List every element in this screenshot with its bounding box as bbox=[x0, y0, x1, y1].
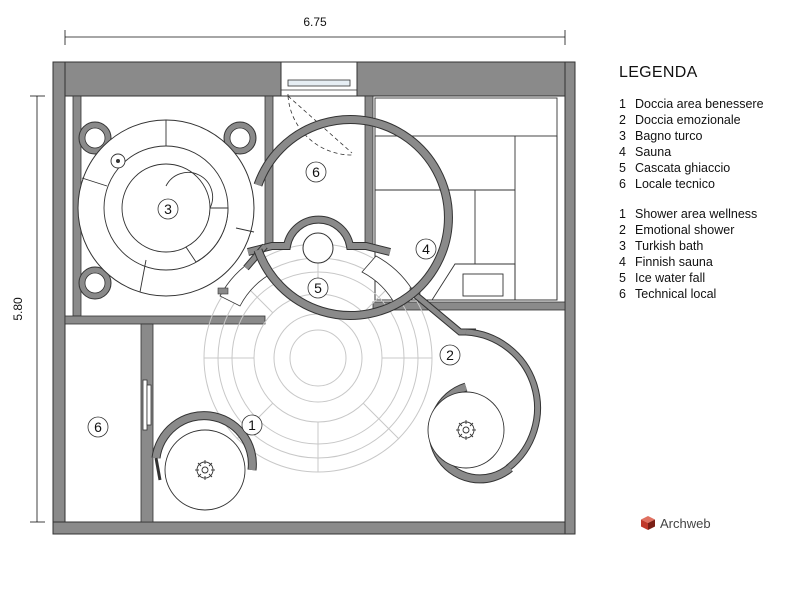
svg-text:3: 3 bbox=[164, 201, 172, 217]
room-label-sauna: 4 bbox=[415, 238, 437, 260]
sauna-benches bbox=[374, 97, 558, 301]
outer-walls bbox=[52, 61, 576, 535]
window bbox=[280, 61, 358, 97]
drain-icon bbox=[456, 420, 476, 440]
room-label-tech-top: 6 bbox=[305, 161, 327, 183]
svg-text:4: 4 bbox=[422, 241, 430, 257]
svg-text:6: 6 bbox=[94, 419, 102, 435]
brand-name: Archweb bbox=[660, 515, 711, 531]
room-label-shower: 1 bbox=[241, 414, 263, 436]
legend-title: LEGENDA bbox=[619, 64, 698, 81]
svg-text:1: 1 bbox=[248, 417, 256, 433]
icefall-enclosure bbox=[217, 215, 421, 307]
room-label-turkish: 3 bbox=[157, 198, 179, 220]
brand-watermark: Archweb bbox=[640, 515, 711, 531]
drain-icon bbox=[195, 460, 215, 480]
emotional-shower bbox=[427, 328, 542, 484]
svg-text:6: 6 bbox=[312, 164, 320, 180]
dimension-width-label: 6.75 bbox=[303, 15, 327, 29]
room-label-tech-left: 6 bbox=[87, 416, 109, 438]
sliding-door bbox=[142, 379, 152, 431]
dimension-height bbox=[30, 95, 45, 523]
floor-plan: 6.75 5.80 bbox=[11, 15, 576, 535]
wellness-shower bbox=[151, 411, 257, 511]
svg-text:2: 2 bbox=[446, 347, 454, 363]
room-label-emotional: 2 bbox=[439, 344, 461, 366]
room-label-icefall: 5 bbox=[307, 277, 329, 299]
archweb-cube-icon bbox=[641, 516, 655, 530]
dimension-width bbox=[64, 30, 566, 45]
dimension-height-label: 5.80 bbox=[11, 297, 25, 321]
svg-text:5: 5 bbox=[314, 280, 322, 296]
